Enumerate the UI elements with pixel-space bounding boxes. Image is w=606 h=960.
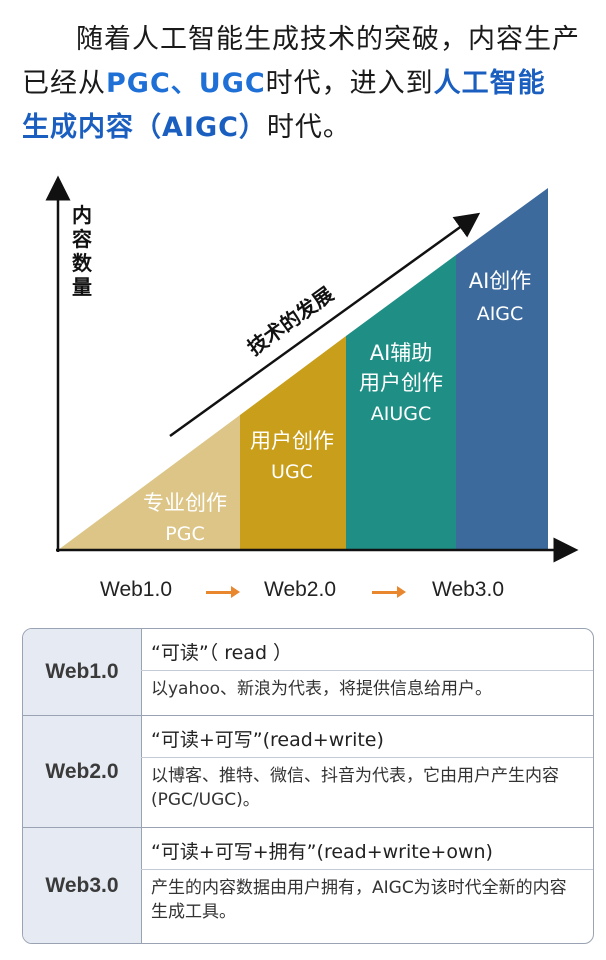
- svg-text:内: 内: [72, 203, 92, 227]
- era-caption: “可读”（ read ）: [141, 629, 593, 671]
- svg-text:数: 数: [72, 251, 93, 275]
- table-row-web2: Web2.0 “可读+可写”(read+write) 以博客、推特、微信、抖音为…: [23, 715, 593, 828]
- era-description: 以博客、推特、微信、抖音为代表，它由用户产生内容(PGC/UGC)。: [151, 766, 559, 810]
- intro-line-2: 已经从PGC、UGC时代，进入到人工智能: [22, 68, 546, 99]
- era-label: Web1.0: [23, 629, 142, 715]
- web-stage-3: Web3.0: [432, 578, 504, 601]
- stage-aiugc-label-1: AI辅助: [370, 341, 433, 365]
- stage-ugc-label-2: UGC: [271, 461, 313, 483]
- intro-line-1: 随着人工智能生成技术的突破，内容生产: [76, 24, 580, 55]
- stage-aiugc-area: [346, 255, 456, 550]
- stage-ugc-area: [240, 336, 346, 550]
- web-stage-row: Web1.0 Web2.0 Web3.0: [0, 574, 606, 608]
- era-description: 产生的内容数据由用户拥有，AIGC为该时代全新的内容生成工具。: [151, 878, 567, 922]
- era-label: Web3.0: [23, 828, 142, 943]
- stage-pgc-label-1: 专业创作: [143, 491, 227, 515]
- era-label: Web2.0: [23, 716, 142, 828]
- stage-aigc-label-1: AI创作: [469, 269, 532, 293]
- highlight-pgc-ugc: PGC、UGC: [106, 68, 266, 99]
- stage-ugc-label-1: 用户创作: [250, 429, 334, 453]
- table-row-web3: Web3.0 “可读+可写+拥有”(read+write+own) 产生的内容数…: [23, 827, 593, 943]
- web-stage-2: Web2.0: [264, 578, 336, 601]
- stage-aigc-label-2: AIGC: [477, 303, 524, 325]
- highlight-ai: 人工智能: [433, 68, 546, 99]
- highlight-aigc: 生成内容（AIGC）: [22, 112, 267, 143]
- arrow-right-icon: [372, 586, 406, 598]
- intro-line-3: 生成内容（AIGC）时代。: [22, 112, 351, 143]
- era-description: 以yahoo、新浪为代表，将提供信息给用户。: [151, 679, 493, 699]
- table-row-web1: Web1.0 “可读”（ read ） 以yahoo、新浪为代表，将提供信息给用…: [23, 629, 593, 715]
- web-stage-1: Web1.0: [100, 578, 172, 601]
- stage-aiugc-label-3: AIUGC: [371, 403, 432, 425]
- y-axis-label: 内 容 数 量: [72, 203, 93, 299]
- stage-pgc-area: [58, 415, 240, 550]
- web-comparison-table: Web1.0 “可读”（ read ） 以yahoo、新浪为代表，将提供信息给用…: [22, 628, 594, 944]
- intro-paragraph: 随着人工智能生成技术的突破，内容生产 已经从PGC、UGC时代，进入到人工智能 …: [22, 18, 588, 150]
- svg-text:量: 量: [72, 275, 92, 299]
- era-caption: “可读+可写+拥有”(read+write+own): [141, 828, 593, 870]
- stage-pgc-label-2: PGC: [165, 523, 204, 545]
- era-caption: “可读+可写”(read+write): [141, 716, 593, 758]
- trend-arrow: [169, 212, 481, 438]
- svg-text:容: 容: [72, 227, 92, 251]
- content-growth-diagram: 技术的发展 内 容 数 量 专业创作 PGC 用户创作 UGC AI辅助 用户创…: [45, 175, 579, 563]
- stage-aigc-area: [456, 188, 548, 550]
- stage-aiugc-label-2: 用户创作: [359, 371, 443, 395]
- arrow-right-icon: [206, 586, 240, 598]
